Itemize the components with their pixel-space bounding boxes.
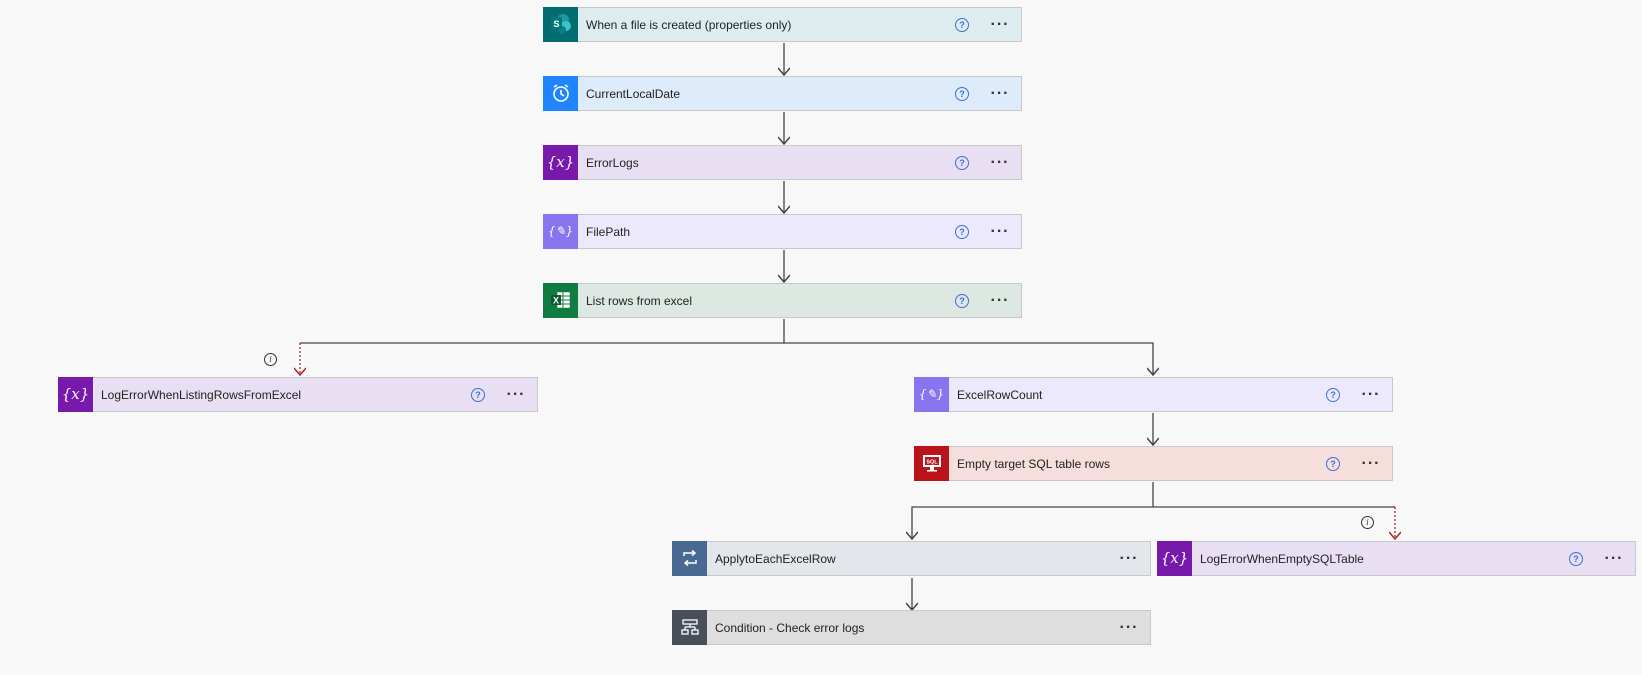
variable-edit-icon: {✎} <box>914 376 949 412</box>
more-options-icon[interactable]: ··· <box>1361 454 1381 472</box>
step-card-log-error-empty-sql[interactable]: {𝑥} LogErrorWhenEmptySQLTable ? ··· <box>1157 540 1636 576</box>
step-card-condition[interactable]: Condition - Check error logs ··· <box>672 609 1151 645</box>
excel-icon: X <box>543 282 578 318</box>
more-options-icon[interactable]: ··· <box>506 385 526 403</box>
loop-icon <box>672 540 707 576</box>
connector-branch <box>783 319 1153 375</box>
help-icon[interactable]: ? <box>955 17 969 32</box>
help-icon[interactable]: ? <box>1326 456 1340 471</box>
step-card-error-logs[interactable]: {𝑥} ErrorLogs ? ··· <box>543 144 1022 180</box>
svg-text:SQL: SQL <box>926 460 938 466</box>
help-icon[interactable]: ? <box>955 293 969 308</box>
more-options-icon[interactable]: ··· <box>990 153 1010 171</box>
step-title: List rows from excel <box>586 293 693 308</box>
help-icon[interactable]: ? <box>1569 551 1583 566</box>
step-card-file-path[interactable]: {✎} FilePath ? ··· <box>543 213 1022 249</box>
step-card-log-error-listing-rows[interactable]: {𝑥} LogErrorWhenListingRowsFromExcel ? ·… <box>58 376 538 412</box>
sql-icon: SQL <box>914 445 949 481</box>
clock-icon <box>543 75 578 111</box>
variable-icon: {𝑥} <box>543 144 578 180</box>
step-title: When a file is created (properties only) <box>586 17 792 32</box>
step-title: CurrentLocalDate <box>586 86 681 101</box>
step-card-trigger[interactable]: S When a file is created (properties onl… <box>543 6 1022 42</box>
svg-text:X: X <box>552 296 558 306</box>
step-title: Empty target SQL table rows <box>957 456 1110 471</box>
step-card-empty-sql-table[interactable]: SQL Empty target SQL table rows ? ··· <box>914 445 1393 481</box>
help-icon[interactable]: ? <box>955 224 969 239</box>
step-title: ApplytoEachExcelRow <box>715 551 836 566</box>
run-after-info-icon[interactable]: i <box>264 353 277 366</box>
step-card-excel-row-count[interactable]: {✎} ExcelRowCount ? ··· <box>914 376 1393 412</box>
more-options-icon[interactable]: ··· <box>990 291 1010 309</box>
more-options-icon[interactable]: ··· <box>1604 549 1624 567</box>
condition-icon <box>672 609 707 645</box>
variable-icon: {𝑥} <box>58 376 93 412</box>
help-icon[interactable]: ? <box>955 155 969 170</box>
step-card-current-local-date[interactable]: CurrentLocalDate ? ··· <box>543 75 1022 111</box>
more-options-icon[interactable]: ··· <box>990 15 1010 33</box>
variable-edit-icon: {✎} <box>543 213 578 249</box>
svg-text:S: S <box>553 19 559 29</box>
more-options-icon[interactable]: ··· <box>990 222 1010 240</box>
help-icon[interactable]: ? <box>471 387 485 402</box>
run-after-info-icon[interactable]: i <box>1361 516 1374 529</box>
variable-icon: {𝑥} <box>1157 540 1192 576</box>
step-title: FilePath <box>586 224 631 239</box>
step-title: Condition - Check error logs <box>715 620 865 635</box>
step-title: LogErrorWhenListingRowsFromExcel <box>101 387 302 402</box>
more-options-icon[interactable]: ··· <box>990 84 1010 102</box>
step-title: ErrorLogs <box>586 155 639 170</box>
more-options-icon[interactable]: ··· <box>1361 385 1381 403</box>
more-options-icon[interactable]: ··· <box>1119 618 1139 636</box>
step-title: ExcelRowCount <box>957 387 1043 402</box>
step-card-list-rows[interactable]: X List rows from excel ? ··· <box>543 282 1022 318</box>
step-card-apply-to-each[interactable]: ApplytoEachExcelRow ··· <box>672 540 1151 576</box>
help-icon[interactable]: ? <box>1326 387 1340 402</box>
sharepoint-icon: S <box>543 6 578 42</box>
more-options-icon[interactable]: ··· <box>1119 549 1139 567</box>
help-icon[interactable]: ? <box>955 86 969 101</box>
step-title: LogErrorWhenEmptySQLTable <box>1200 551 1364 566</box>
connector-branch <box>912 482 1154 539</box>
